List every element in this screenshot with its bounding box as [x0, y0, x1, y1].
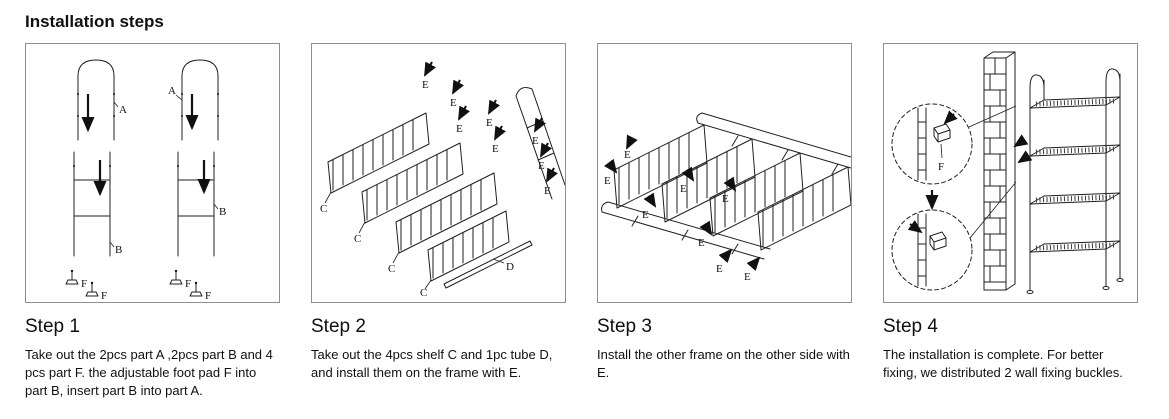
wall — [983, 51, 1016, 291]
part-label-e: E — [680, 183, 687, 195]
shelf-unit — [1026, 68, 1124, 294]
screw-e-markers: E E E E E E E E — [604, 134, 761, 283]
step-1-section: A B A — [25, 43, 280, 401]
buckle-arrow-icon — [1017, 150, 1033, 164]
step-3-heading: Step 3 — [597, 316, 652, 337]
leader-line — [940, 143, 943, 159]
step-4-diagram-box: F — [883, 43, 1138, 303]
shelf-c-panel — [361, 142, 464, 224]
foot-pad — [85, 281, 99, 297]
part-b-frame-left — [73, 151, 111, 257]
part-label-e: E — [486, 117, 493, 129]
part-label-e: E — [624, 149, 631, 161]
leader-line — [392, 251, 400, 264]
part-b-frame-right — [177, 151, 215, 257]
wall-buckle — [929, 231, 947, 251]
part-label-d: D — [506, 261, 514, 273]
step-1-diagram: A B A — [65, 59, 226, 302]
step-3-diagram: E E E E E E E E — [601, 112, 852, 283]
part-label-e: E — [716, 263, 723, 275]
front-side-frame — [601, 201, 771, 260]
side-frame — [515, 87, 566, 200]
part-label-b: B — [115, 244, 122, 256]
foot-pad — [169, 269, 183, 285]
detail-circle-bottom — [891, 209, 973, 291]
part-label-e: E — [538, 160, 545, 172]
step-4-section: F Step 4 The installa — [883, 43, 1138, 401]
part-label-f: F — [185, 278, 191, 290]
shelf-panel — [613, 124, 708, 209]
step-3-diagram-box: E E E E E E E E — [597, 43, 852, 303]
part-label-c: C — [320, 203, 327, 215]
part-label-c: C — [420, 287, 427, 299]
part-label-e: E — [492, 143, 499, 155]
foot-pad — [189, 281, 203, 297]
part-label-e: E — [604, 175, 611, 187]
leader-line — [213, 203, 219, 210]
step-4-heading: Step 4 — [883, 316, 938, 337]
step-4-diagram: F — [891, 51, 1124, 294]
steps-row: A B A — [25, 43, 1144, 401]
shelf-c-panel — [427, 210, 510, 282]
part-label-c: C — [354, 233, 361, 245]
shelf-panel — [757, 166, 852, 251]
part-label-f: F — [81, 278, 87, 290]
step-1-heading: Step 1 — [25, 316, 80, 337]
step-3-section: E E E E E E E E — [597, 43, 852, 401]
step-3-description: Install the other frame on the other sid… — [597, 347, 850, 381]
part-label-b: B — [219, 206, 226, 218]
leader-line — [358, 221, 366, 234]
buckle-arrow-icon — [1013, 134, 1029, 148]
leader-line — [492, 258, 505, 264]
leader-line — [969, 181, 1017, 239]
part-label-e: E — [642, 209, 649, 221]
part-a-frame-left — [77, 59, 115, 141]
leader-line — [109, 241, 115, 248]
part-label-e: E — [722, 193, 729, 205]
wall-buckle — [933, 123, 951, 143]
part-a-frame-right — [181, 59, 219, 141]
part-label-e: E — [532, 135, 539, 147]
leader-line — [175, 94, 183, 101]
leader-line — [324, 191, 332, 204]
leader-line — [113, 101, 119, 108]
part-label-a: A — [168, 85, 176, 97]
step-4-description: The installation is complete. For better… — [883, 347, 1123, 381]
leader-line — [968, 105, 1017, 128]
back-side-frame — [696, 112, 852, 175]
step-2-heading: Step 2 — [311, 316, 366, 337]
part-label-e: E — [450, 97, 457, 109]
shelf-c-panel — [395, 172, 498, 254]
part-label-f: F — [101, 290, 107, 302]
part-label-a: A — [119, 104, 127, 116]
installation-steps-page: Installation steps — [25, 12, 1144, 401]
part-label-e: E — [422, 79, 429, 91]
step-2-diagram: C C C — [320, 61, 566, 299]
part-label-f: F — [205, 290, 211, 302]
part-label-f: F — [938, 161, 944, 173]
screw-e-markers: E E E E E E E E — [422, 61, 558, 197]
part-label-e: E — [544, 185, 551, 197]
part-label-e: E — [698, 237, 705, 249]
shelf-c-panel — [327, 112, 430, 194]
step-2-section: C C C — [311, 43, 566, 401]
part-label-e: E — [744, 271, 751, 283]
step-1-diagram-box: A B A — [25, 43, 280, 303]
shelf-panel — [661, 138, 756, 223]
tube-d — [443, 240, 533, 289]
part-label-c: C — [388, 263, 395, 275]
page-title: Installation steps — [25, 12, 164, 31]
leader-line — [424, 279, 432, 290]
part-label-e: E — [456, 123, 463, 135]
step-1-description: Take out the 2pcs part A ,2pcs part B an… — [25, 347, 273, 399]
step-2-description: Take out the 4pcs shelf C and 1pc tube D… — [311, 347, 553, 381]
step-2-diagram-box: C C C — [311, 43, 566, 303]
detail-circle-top: F — [891, 103, 973, 185]
foot-pad — [65, 269, 79, 285]
